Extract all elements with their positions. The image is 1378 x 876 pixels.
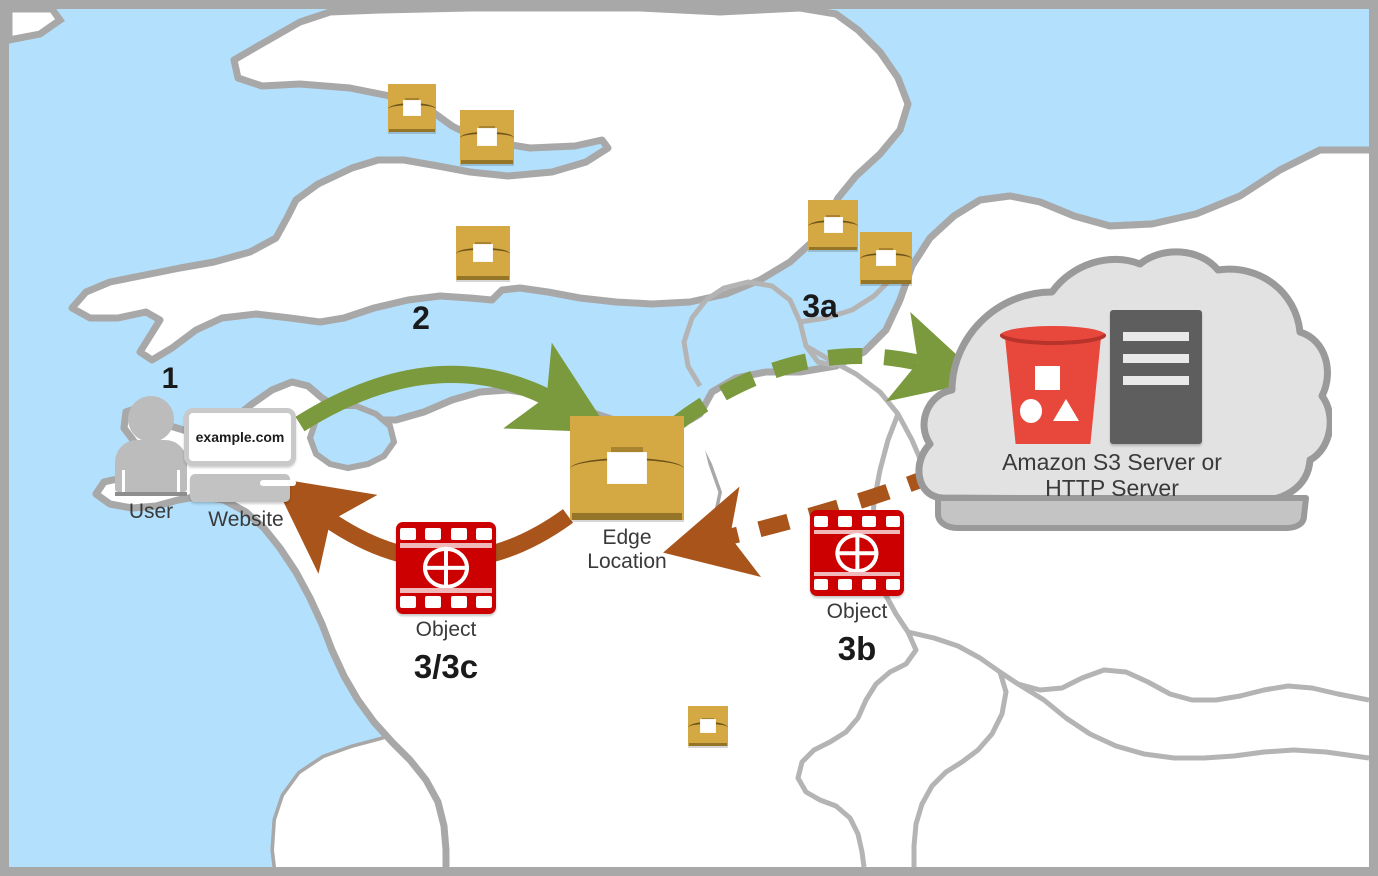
monitor-icon: example.com [184,408,308,504]
step-3-3c-label: 3/3c [413,648,479,685]
origin-label: Amazon S3 Server or HTTP Server [1002,449,1222,501]
server-rack-icon [1110,310,1202,444]
origin-node: Amazon S3 Server or HTTP Server [912,248,1332,534]
website-label: Website [208,508,284,531]
website-node: example.com Website [184,408,308,536]
step-3a-label: 3a [802,288,838,324]
package-box-icon [456,226,510,280]
film-strip-icon [396,522,496,614]
arrow-2-path [295,342,611,433]
package-box-icon [808,200,858,250]
object-left-node: Object 3/3c [396,522,496,702]
object-right-node: Object 3b [810,510,904,686]
arrow-3a-path [671,311,985,431]
edge-location-label: Edge Location [587,526,667,573]
edge-location-node: Edge Location [570,416,684,576]
package-box-icon [460,110,514,164]
package-box-icon [860,232,912,284]
step-1-label: 1 [161,362,179,395]
website-url-text: example.com [195,429,285,445]
film-strip-icon [810,510,904,596]
step-3b-label: 3b [837,630,877,667]
package-box-icon [570,416,684,520]
step-2-label: 2 [412,300,430,336]
package-box-icon [688,706,728,746]
package-box-icon [388,84,436,132]
s3-bucket-icon [998,326,1108,444]
object-left-label: Object [415,618,477,641]
object-right-label: Object [826,600,888,623]
